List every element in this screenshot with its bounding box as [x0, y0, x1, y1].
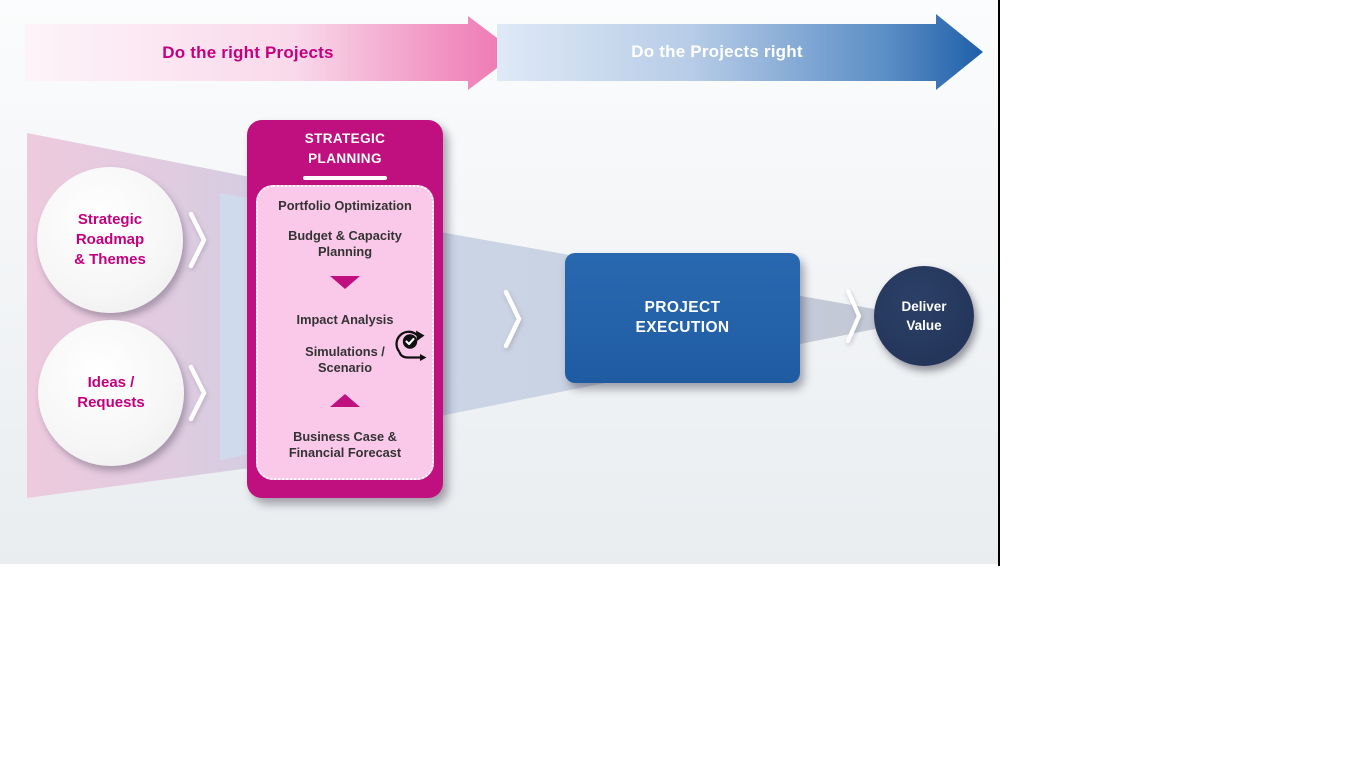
- circle-line: & Themes: [74, 251, 146, 268]
- triangle-up-icon: [330, 394, 360, 407]
- step-simulations-scenario: Simulations / Scenario: [258, 344, 432, 376]
- execution-label-line: EXECUTION: [635, 319, 730, 336]
- step-label: Financial Forecast: [288, 445, 402, 460]
- strategic-planning-box: STRATEGIC PLANNING Portfolio Optimizatio…: [247, 120, 443, 498]
- planning-steps-panel: Portfolio Optimization Budget & Capacity…: [256, 185, 434, 480]
- step-impact-analysis: Impact Analysis: [258, 312, 432, 328]
- chevron-icon: [188, 211, 207, 269]
- banner-right-label: Do the Projects right: [631, 42, 803, 61]
- triangle-down-icon: [330, 276, 360, 289]
- step-business-case-financial-forecast: Business Case & Financial Forecast: [258, 429, 432, 461]
- title-line: STRATEGIC: [304, 131, 386, 146]
- step-label: Scenario: [317, 360, 373, 375]
- project-execution-box: PROJECT EXECUTION: [565, 253, 800, 383]
- chevron-icon: [188, 364, 207, 422]
- strategic-planning-title: STRATEGIC PLANNING: [247, 129, 443, 169]
- step-label: Simulations /: [305, 344, 385, 359]
- circle-line: Strategic: [77, 211, 143, 228]
- strategic-roadmap-circle: Strategic Roadmap & Themes: [37, 167, 183, 313]
- deliver-label-line: Deliver: [901, 299, 947, 314]
- title-line: PLANNING: [308, 151, 382, 166]
- step-label: Portfolio Optimization: [278, 198, 412, 213]
- chevron-icon: [503, 289, 522, 349]
- diagram-area: Do the right Projects Do the Projects ri…: [0, 0, 998, 564]
- step-label: Budget & Capacity: [288, 228, 402, 243]
- step-label: Impact Analysis: [296, 312, 394, 327]
- banner-left-label: Do the right Projects: [162, 43, 334, 62]
- circle-line: Roadmap: [75, 231, 145, 248]
- step-portfolio-optimization: Portfolio Optimization: [258, 198, 432, 214]
- title-underline: [303, 176, 387, 180]
- circle-line: Requests: [77, 394, 145, 411]
- step-label: Business Case &: [293, 429, 397, 444]
- banner-do-right-projects: Do the right Projects: [25, 16, 517, 90]
- execution-label-line: PROJECT: [644, 299, 721, 316]
- step-budget-capacity-planning: Budget & Capacity Planning: [258, 228, 432, 260]
- banner-do-projects-right: Do the Projects right: [497, 14, 983, 90]
- step-label: Planning: [317, 244, 373, 259]
- sprint-iteration-icon: [395, 330, 427, 361]
- circle-line: Ideas /: [87, 374, 135, 391]
- chevron-icon: [845, 288, 862, 344]
- ideas-requests-circle: Ideas / Requests: [38, 320, 184, 466]
- vertical-divider-line: [998, 0, 1000, 566]
- deliver-value-circle: Deliver Value: [874, 266, 974, 366]
- deliver-label-line: Value: [906, 318, 942, 333]
